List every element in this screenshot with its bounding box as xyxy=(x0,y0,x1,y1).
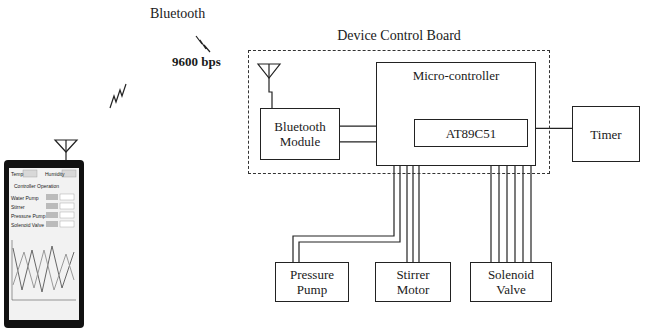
device-box: Pressure Pump xyxy=(275,262,349,302)
screen-button xyxy=(60,212,74,218)
wire xyxy=(418,166,419,262)
wire xyxy=(514,166,515,262)
screen-button xyxy=(60,221,74,227)
screen-field xyxy=(23,170,37,177)
screen-text: Water Pump xyxy=(11,195,39,201)
signal-squiggle xyxy=(110,84,126,108)
wire xyxy=(293,166,394,262)
screen-button xyxy=(60,203,74,209)
screen-button xyxy=(46,212,58,218)
link-label: 9600 bps xyxy=(172,54,221,70)
timer-box: Timer xyxy=(572,106,640,162)
graph-line xyxy=(13,246,74,292)
board-group: Device Control BoardBluetooth Module Micr… xyxy=(248,28,550,174)
box-label: Micro-controller xyxy=(413,68,500,83)
box-label: Pressure Pump xyxy=(280,267,344,297)
wire xyxy=(299,166,400,262)
device-box: Stirrer Motor xyxy=(375,262,451,302)
box-label: Timer xyxy=(590,127,621,142)
smartphone xyxy=(4,140,84,328)
wire xyxy=(522,166,523,262)
wire xyxy=(530,166,531,262)
module-box: Bluetooth Module xyxy=(260,108,340,160)
wire xyxy=(506,166,507,262)
wire xyxy=(498,166,499,262)
screen-text: Controller Operation xyxy=(14,183,59,189)
phone-body xyxy=(4,160,84,328)
controller-box: Micro-controllerAT89C51 xyxy=(376,62,536,166)
wire xyxy=(406,166,407,262)
screen-button xyxy=(46,221,58,227)
wire xyxy=(340,141,376,142)
graph-line xyxy=(13,250,74,290)
screen-button xyxy=(60,194,74,200)
phone-screen xyxy=(9,168,79,320)
antenna-wire xyxy=(269,64,272,108)
signal-squiggle xyxy=(196,36,210,52)
graph-axis xyxy=(12,240,13,300)
wire xyxy=(412,166,413,262)
wire xyxy=(536,128,572,129)
wire xyxy=(340,126,376,127)
screen-button xyxy=(46,203,58,209)
device-box: Solenoid Valve xyxy=(470,262,552,302)
screen-text: Stirrer xyxy=(11,204,25,210)
screen-text: Pressure Pump xyxy=(11,213,45,219)
link-label: Bluetooth xyxy=(150,6,205,22)
screen-text: Humidity xyxy=(45,171,64,177)
group-heading: Device Control Board xyxy=(248,28,550,43)
box-label: Stirrer Motor xyxy=(380,267,446,297)
screen-text: Solenoid Valve xyxy=(11,222,44,228)
box-label: AT89C51 xyxy=(446,126,497,141)
box-label: Solenoid Valve xyxy=(475,267,547,297)
wire xyxy=(490,166,491,262)
chip-box: AT89C51 xyxy=(414,119,528,147)
antenna-wire xyxy=(65,140,66,160)
box-label: Bluetooth Module xyxy=(265,119,335,149)
screen-button xyxy=(46,194,58,200)
graph-axis xyxy=(12,300,76,301)
screen-text: Temp xyxy=(11,171,23,177)
